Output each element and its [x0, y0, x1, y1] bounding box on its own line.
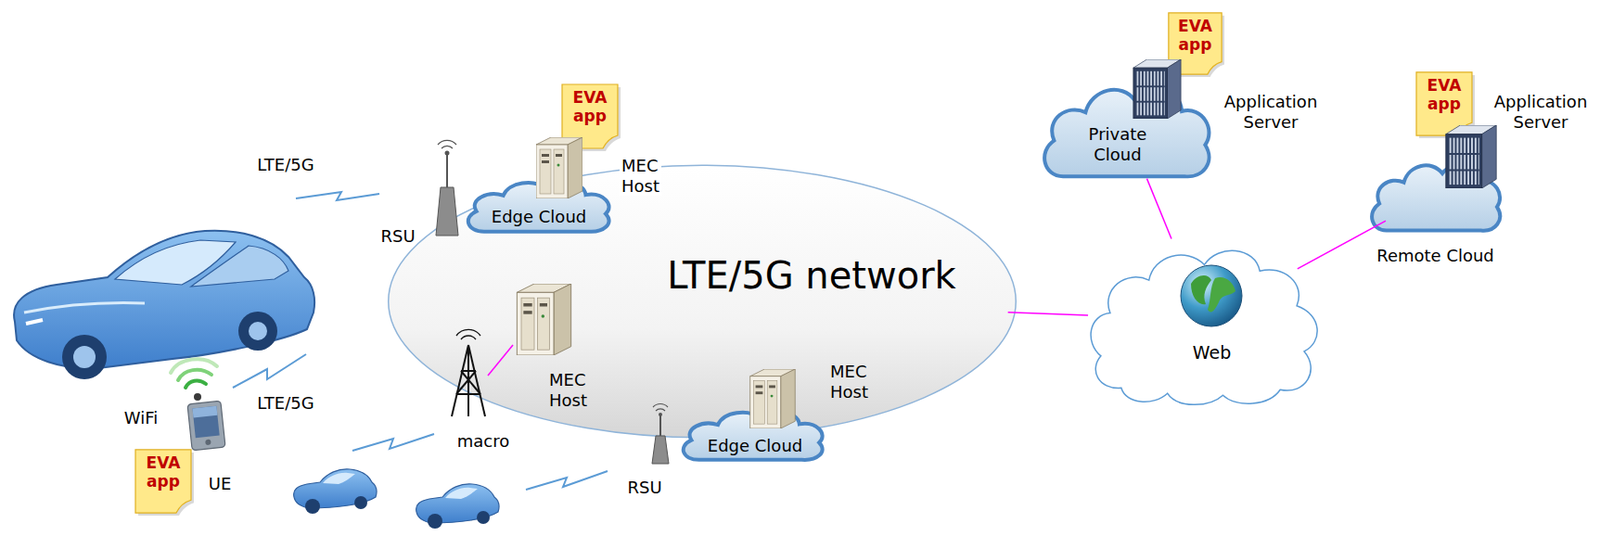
- app-label: EVA app: [573, 88, 608, 127]
- network-ellipse-outline: [385, 164, 1019, 439]
- node-label: Edge Cloud: [491, 206, 587, 228]
- app-note: EVA app: [1413, 69, 1475, 139]
- label: MEC Host: [549, 370, 588, 410]
- web-cloud: Web: [1084, 232, 1325, 407]
- app-label: EVA app: [146, 453, 181, 492]
- label: RSU: [627, 477, 662, 499]
- label: LTE/5G: [256, 154, 314, 176]
- network-link: [1008, 312, 1088, 316]
- small-car: [416, 484, 500, 529]
- network-ellipse: LTE/5G network: [385, 164, 1019, 439]
- wifi-symbol: [170, 358, 218, 401]
- label: WiFi: [124, 408, 158, 429]
- node-label: Web: [1192, 342, 1231, 364]
- remote-cloud: Remote Cloud: [1356, 153, 1515, 267]
- network-link: [1146, 179, 1171, 240]
- node-label: LTE/5G network: [666, 253, 957, 298]
- app-note: EVA app: [559, 81, 621, 152]
- label: MEC Host: [830, 361, 869, 402]
- label: MEC Host: [619, 155, 662, 196]
- label: RSU: [380, 226, 415, 247]
- web-cloud-outline: [1084, 232, 1325, 407]
- app-label: EVA app: [1427, 76, 1462, 115]
- label: UE: [208, 473, 232, 495]
- node-label: Remote Cloud: [1376, 245, 1495, 267]
- app-note: EVA app: [1165, 10, 1225, 77]
- small-car: [294, 469, 377, 514]
- car: [13, 230, 315, 380]
- app-note: EVA app: [132, 447, 194, 516]
- remote-cloud-outline: [1365, 153, 1506, 235]
- label: LTE/5G: [256, 393, 314, 414]
- label: macro: [457, 431, 510, 452]
- ue-device: [187, 400, 226, 450]
- label: Application Server: [1224, 91, 1319, 132]
- private-cloud: Private Cloud: [1036, 73, 1216, 182]
- node-label: Private Cloud: [1088, 124, 1148, 165]
- edge-cloud: Edge Cloud: [676, 403, 829, 463]
- edge-cloud: Edge Cloud: [460, 173, 615, 235]
- network-link: [1297, 220, 1386, 269]
- label: Application Server: [1494, 91, 1588, 132]
- app-label: EVA app: [1177, 16, 1213, 55]
- node-label: Edge Cloud: [707, 435, 803, 457]
